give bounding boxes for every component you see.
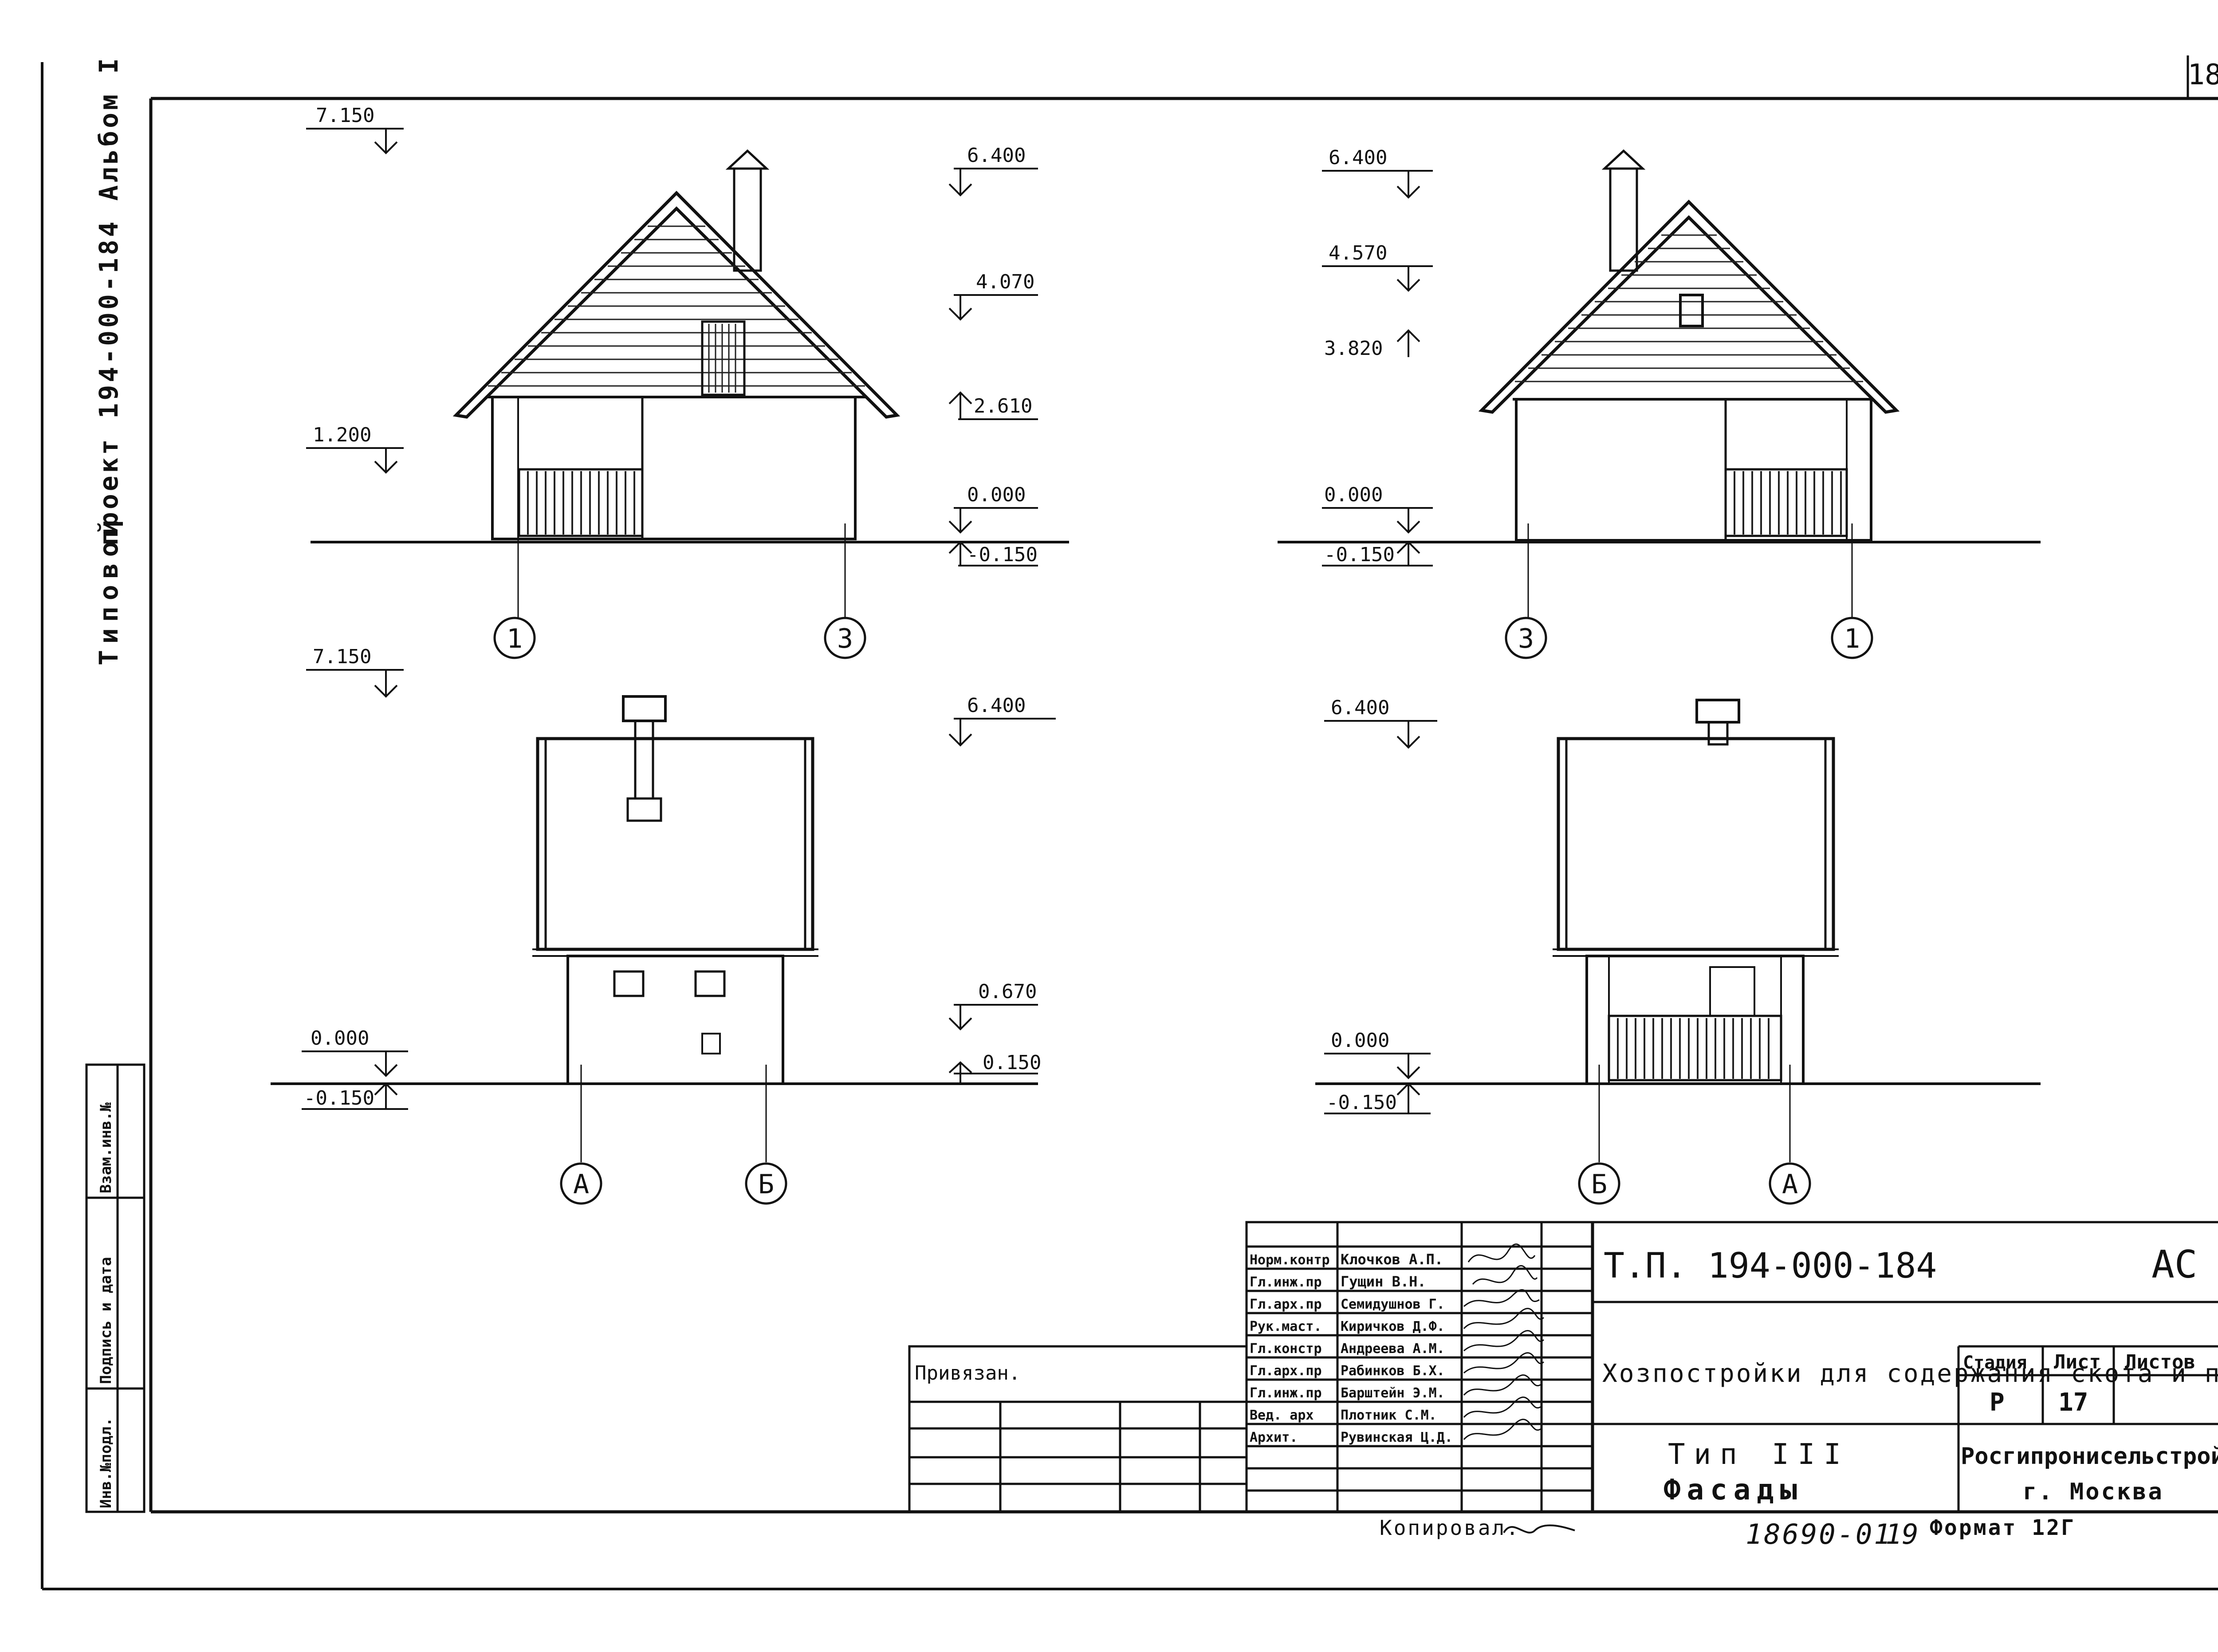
level-mark: 0.670 bbox=[978, 980, 1037, 1003]
copied-label: Копировал. bbox=[1380, 1516, 1520, 1540]
roof-plan-left bbox=[536, 737, 814, 951]
staff-name: Клочков А.П. bbox=[1341, 1251, 1443, 1268]
axis-label: 3 bbox=[1518, 623, 1534, 654]
chimney-cap bbox=[725, 149, 770, 170]
doc-mark: АС bbox=[2151, 1243, 2198, 1287]
level-mark: 3.820 bbox=[1324, 337, 1383, 360]
side-title-project: проект 194-000-184 Альбом I bbox=[94, 55, 124, 546]
type-line: Тип III bbox=[1668, 1438, 1850, 1471]
staff-list: Норм.контр Клочков А.П. Гл.инж.пр Гущин … bbox=[1250, 1251, 1453, 1445]
staff-role: Гл.арх.пр bbox=[1250, 1363, 1322, 1379]
staff-name: Рабинков Б.Х. bbox=[1341, 1363, 1445, 1379]
staff-name: Плотник С.М. bbox=[1341, 1408, 1437, 1423]
axis-label: 3 bbox=[837, 623, 853, 654]
signatures bbox=[1463, 1243, 1545, 1440]
level-mark: 7.150 bbox=[313, 645, 371, 668]
axis-label: Б bbox=[1591, 1169, 1607, 1200]
staff-name: Рувинская Ц.Д. bbox=[1341, 1430, 1453, 1445]
staff-role: Вед. арх bbox=[1250, 1408, 1314, 1423]
level-mark: 6.400 bbox=[967, 694, 1026, 717]
axis-label: 1 bbox=[507, 623, 523, 654]
binding-label: Привязан. bbox=[915, 1362, 1020, 1385]
level-mark: 6.400 bbox=[967, 144, 1026, 167]
staff-role: Гл.арх.пр bbox=[1250, 1297, 1322, 1312]
roof-gable-right bbox=[1478, 200, 1900, 414]
sheet-number: 18 bbox=[2187, 59, 2218, 91]
staff-name: Гущин В.Н. bbox=[1341, 1273, 1426, 1290]
level-mark: 2.610 bbox=[974, 395, 1032, 417]
level-mark: 0.000 bbox=[1331, 1029, 1389, 1052]
object-title-text: Хозпостройки для содержания скота и птиц… bbox=[1602, 1359, 2218, 1388]
level-mark: -0.150 bbox=[1324, 543, 1395, 566]
axis-bubble-3 bbox=[824, 617, 866, 659]
elevation-bottom-left: А Б 7.150 6.400 0.670 0.150 0.000 -0.150 bbox=[271, 645, 1056, 1205]
sheet-value: 17 bbox=[2058, 1388, 2088, 1417]
level-mark: 0.000 bbox=[311, 1027, 369, 1050]
axis-label: А bbox=[1782, 1169, 1798, 1200]
elevation-bottom-right: Б А 6.400 0.000 -0.150 bbox=[1315, 696, 2041, 1205]
inventory-suffix: 19 bbox=[1885, 1518, 1919, 1550]
level-mark: 7.150 bbox=[316, 104, 374, 127]
org-city: г. Москва bbox=[2023, 1479, 2164, 1505]
level-mark: 0.000 bbox=[1324, 484, 1383, 506]
elevation-top-right: 3 1 6.400 4.570 3.820 0.000 -0.150 bbox=[1278, 146, 2041, 659]
staff-role: Гл.инж.пр bbox=[1250, 1385, 1322, 1401]
level-mark: 0.000 bbox=[967, 484, 1026, 506]
sheet-label: Лист bbox=[2054, 1351, 2101, 1373]
level-mark: -0.150 bbox=[1326, 1091, 1397, 1114]
elevation-top-left: 1 3 7.150 1.200 6.400 4.070 2.610 0.000 … bbox=[306, 104, 1069, 659]
org-name: Росгипронисельстрой bbox=[1961, 1443, 2218, 1470]
level-mark: -0.150 bbox=[967, 543, 1038, 566]
level-mark: 1.200 bbox=[313, 424, 371, 446]
stage-value: Р bbox=[1990, 1388, 2005, 1417]
level-mark: 6.400 bbox=[1331, 696, 1389, 719]
axis-bubble-1 bbox=[493, 617, 536, 659]
stamp-cells: Инв.№подл. Подпись и дата Взам.инв.№ bbox=[85, 1063, 146, 1513]
stamp-cell-signature: Подпись и дата bbox=[97, 1257, 115, 1384]
drawing-name: Фасады bbox=[1664, 1474, 1803, 1506]
staff-name: Барштейн Э.М. bbox=[1341, 1385, 1445, 1401]
level-mark: -0.150 bbox=[304, 1087, 374, 1109]
level-mark: 4.570 bbox=[1329, 242, 1387, 264]
staff-role: Норм.контр bbox=[1250, 1252, 1330, 1268]
axis-label: А bbox=[573, 1169, 589, 1200]
format-label: Формат 12Г bbox=[1930, 1515, 2076, 1540]
level-mark: 4.070 bbox=[976, 271, 1034, 293]
doc-code: Т.П. 194-000-184 bbox=[1604, 1246, 1937, 1286]
side-title: Типовой проект 194-000-184 Альбом I bbox=[94, 55, 124, 665]
staff-role: Рук.маст. bbox=[1250, 1319, 1322, 1334]
roof-plan-right bbox=[1557, 737, 1835, 951]
title-block: Привязан. Норм.контр Клочков А.П. Гл.инж… bbox=[908, 1221, 2218, 1550]
level-mark: 6.400 bbox=[1329, 146, 1387, 169]
sheets-label: Листов bbox=[2125, 1351, 2195, 1373]
stage-label: Стадия bbox=[1963, 1353, 2027, 1373]
staff-name: Семидушнов Г. bbox=[1341, 1297, 1445, 1312]
staff-role: Архит. bbox=[1250, 1430, 1298, 1445]
porch-railing bbox=[518, 468, 644, 537]
object-title: Хозпостройки для содержания скота и птиц… bbox=[1602, 1359, 2218, 1388]
stamp-cell-replacement: Взам.инв.№ bbox=[97, 1102, 115, 1193]
staff-name: Андреева А.М. bbox=[1341, 1341, 1445, 1357]
copier-signature bbox=[1503, 1524, 1575, 1534]
stamp-cell-inventory: Инв.№подл. bbox=[97, 1417, 115, 1508]
staff-role: Гл.констр bbox=[1250, 1341, 1322, 1357]
level-mark: 0.150 bbox=[983, 1051, 1041, 1074]
staff-name: Киричков Д.Ф. bbox=[1341, 1319, 1445, 1334]
staff-role: Гл.инж.пр bbox=[1250, 1274, 1322, 1290]
side-title-type: Типовой bbox=[94, 514, 124, 665]
gable-vent bbox=[701, 320, 746, 396]
inventory-number: 18690-01 bbox=[1746, 1518, 1892, 1550]
axis-label: Б bbox=[758, 1169, 774, 1200]
axis-label: 1 bbox=[1844, 623, 1860, 654]
roof-gable-left bbox=[452, 191, 901, 419]
